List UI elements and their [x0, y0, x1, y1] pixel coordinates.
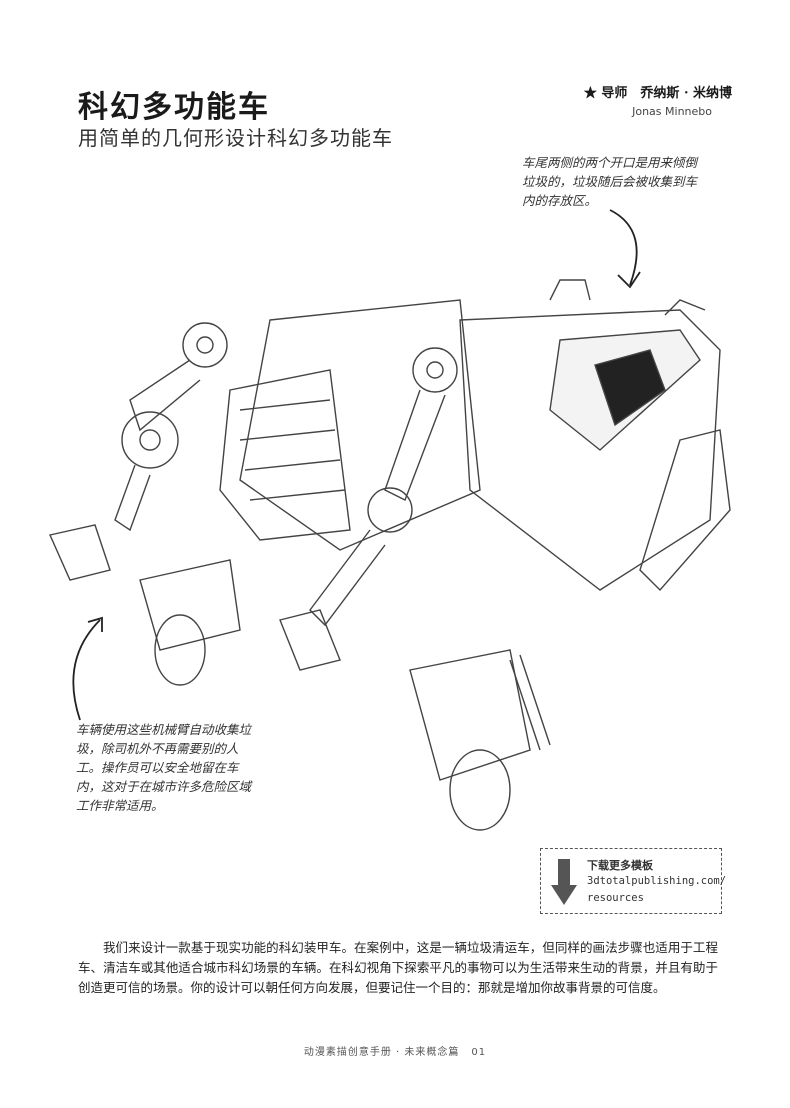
download-url-line1[interactable]: 3dtotalpublishing.com/: [587, 875, 727, 887]
vehicle-sketch-illustration: [49, 209, 731, 831]
vehicle-body-icon: [219, 279, 731, 592]
annotation-arrow-left: [72, 616, 103, 721]
wheel-modules-icon: [139, 559, 551, 831]
robotic-arm-left-icon: [49, 322, 228, 581]
footer-book-title: 动漫素描创意手册 · 未来概念篇: [303, 1047, 460, 1058]
robotic-arm-center-icon: [279, 347, 458, 671]
page-footer: 动漫素描创意手册 · 未来概念篇 01: [0, 1043, 790, 1058]
download-templates-box[interactable]: 下载更多模板 3dtotalpublishing.com/ resources: [540, 848, 726, 914]
page-number: 01: [471, 1047, 487, 1058]
page-subtitle: 用简单的几何形设计科幻多功能车: [78, 126, 393, 150]
mentor-credit: ★ 导师 乔纳斯 · 米纳博 Jonas Minnebo: [584, 82, 732, 118]
annotation-robotic-arms: 车辆使用这些机械臂自动收集垃圾，除司机外不再需要别的人工。操作员可以安全地留在车…: [76, 722, 252, 813]
body-paragraph: 我们来设计一款基于现实功能的科幻装甲车。在案例中，这是一辆垃圾清运车，但同样的画…: [78, 940, 718, 995]
annotation-arrow-top: [609, 209, 641, 289]
page-title: 科幻多功能车: [78, 90, 270, 125]
mentor-name-cn: ★ 导师 乔纳斯 · 米纳博: [583, 86, 732, 101]
download-label: 下载更多模板: [587, 859, 653, 872]
download-arrow-icon: [551, 859, 577, 905]
annotation-rear-openings: 车尾两侧的两个开口是用来倾倒垃圾的，垃圾随后会被收集到车内的存放区。: [522, 155, 698, 208]
mentor-name-en: Jonas Minnebo: [632, 105, 712, 118]
download-url-line2[interactable]: resources: [587, 892, 644, 904]
